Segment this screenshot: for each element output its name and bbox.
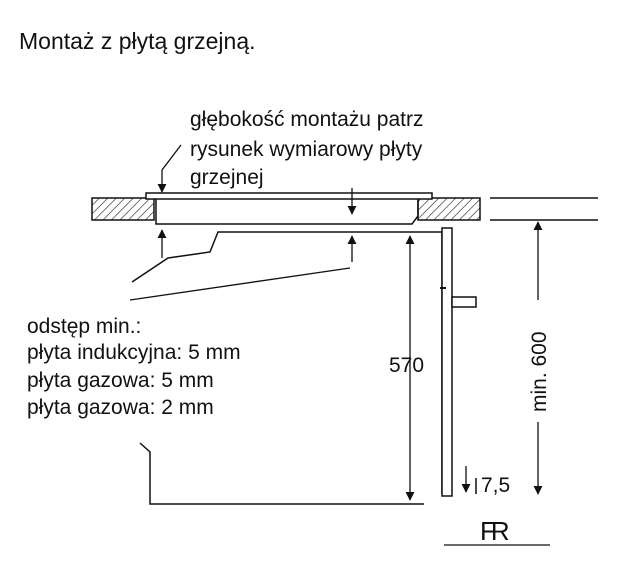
oven-bottom-outline — [139, 442, 424, 505]
hob-body — [155, 199, 419, 225]
clearance-note-line-1: odstęp min.: — [27, 315, 141, 338]
oven — [129, 227, 477, 505]
depth-note-line-2: rysunek wymiarowy płyty — [190, 138, 423, 161]
oven-wire — [129, 267, 351, 301]
depth-note-line-1: głębokość montażu patrz — [190, 108, 423, 131]
fr-logo: FR — [444, 516, 550, 546]
gap-label: 7,5 — [481, 474, 510, 497]
fr-logo-mark: FR — [480, 516, 509, 546]
depth-note-leader — [157, 144, 182, 193]
hob — [145, 192, 433, 225]
dimension-lines — [157, 144, 543, 501]
worktop — [91, 197, 598, 221]
oven-top-outline — [131, 231, 442, 283]
dimension-570-label: 570 — [389, 354, 424, 377]
worktop-right-section — [417, 197, 481, 221]
clearance-note-line-2: płyta indukcyjna: 5 mm — [27, 341, 241, 364]
worktop-left-section — [91, 197, 155, 221]
dimension-600-label: min. 600 — [528, 331, 551, 412]
clearance-note-line-3: płyta gazowa: 5 mm — [27, 369, 214, 392]
oven-handle — [451, 296, 477, 308]
hob-glass-top — [145, 192, 433, 200]
clearance-note-line-4: płyta gazowa: 2 mm — [27, 396, 214, 419]
depth-note-line-3: grzejnej — [190, 166, 264, 189]
oven-door — [441, 227, 453, 497]
page-title: Montaż z płytą grzejną. — [19, 28, 256, 54]
